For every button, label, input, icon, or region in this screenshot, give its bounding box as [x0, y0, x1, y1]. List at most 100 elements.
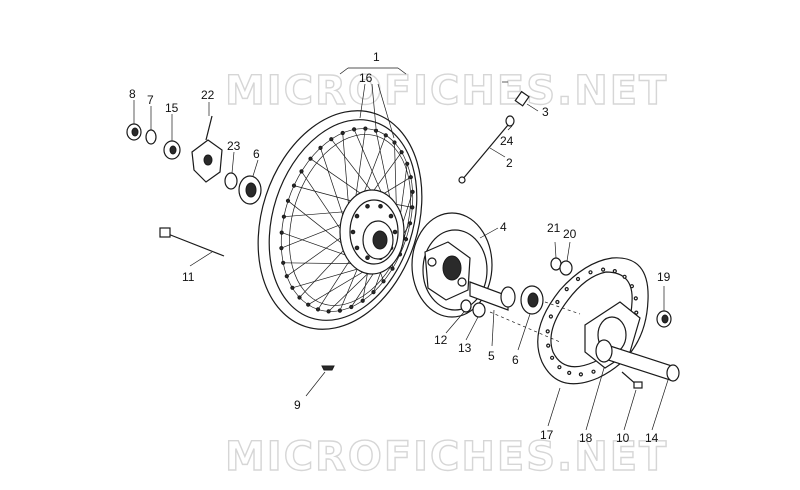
cable-end	[458, 176, 466, 184]
callout-17: 17	[540, 428, 554, 442]
leader-4	[479, 227, 499, 239]
spoked-wheel	[257, 110, 423, 330]
spoke-nipple	[410, 189, 415, 194]
callout-24: 24	[500, 134, 514, 148]
disc-hole	[546, 343, 551, 348]
callout-16: 16	[359, 71, 373, 85]
callout-23: 23	[227, 139, 241, 153]
spoke-nipple	[318, 145, 323, 150]
leader-2	[489, 147, 506, 158]
callout-19: 19	[657, 270, 671, 284]
leader-20	[566, 241, 571, 262]
leader-6	[252, 159, 259, 177]
spoke-nipple	[284, 274, 289, 279]
nut-8	[126, 123, 142, 141]
bolt-10-head	[633, 381, 643, 389]
cable-line	[461, 124, 509, 181]
disc-inner	[550, 271, 633, 368]
spoke-nipple	[390, 266, 395, 271]
spoke-nipple	[297, 295, 302, 300]
spacer-tube	[469, 281, 516, 311]
callout-3: 3	[542, 105, 549, 119]
spacer-end	[500, 286, 516, 308]
hub-hole	[392, 229, 398, 235]
callout-6-left: 6	[253, 147, 260, 161]
callout-15: 15	[165, 101, 179, 115]
nut-13	[472, 302, 486, 318]
spoke-nipple	[340, 130, 345, 136]
speedo-drive-22	[191, 115, 223, 183]
spoke-nipple	[308, 156, 313, 161]
callout-7: 7	[147, 93, 154, 107]
spoke-nipple	[373, 128, 379, 133]
leader-23	[231, 151, 235, 174]
disc-hole	[545, 329, 550, 334]
hub-hole	[354, 213, 360, 219]
spoke-nipple	[291, 183, 297, 188]
axle-end	[666, 364, 680, 382]
callout-10: 10	[616, 431, 630, 445]
callout-22: 22	[201, 88, 215, 102]
spoke-nipple	[392, 140, 397, 145]
leader-16	[377, 83, 395, 139]
cable-ferrule-24	[505, 115, 515, 127]
hub-flange-part	[411, 212, 493, 318]
leader-1	[397, 67, 407, 75]
speedo-cable	[458, 90, 530, 184]
callout-13: 13	[458, 341, 472, 355]
disc-hole	[612, 269, 617, 274]
axle-head	[595, 339, 613, 363]
callout-4: 4	[500, 220, 507, 234]
hub-hole	[354, 245, 360, 251]
disc-hole	[549, 355, 555, 360]
callout-5: 5	[488, 349, 495, 363]
disc-hole	[557, 365, 562, 370]
leader-17	[547, 387, 561, 427]
bolt-11	[159, 227, 225, 257]
spoke-nipple	[329, 137, 334, 142]
leader-24	[507, 125, 513, 131]
spoke-nipple	[383, 133, 388, 138]
disc-hole	[567, 370, 572, 375]
hub-hole	[388, 213, 394, 219]
washer-12	[460, 299, 472, 313]
nut-8-bore	[131, 127, 139, 137]
bolt-11-head	[159, 227, 171, 238]
pin-9	[321, 365, 335, 371]
nut-19-bore	[661, 314, 669, 324]
assembly-line	[489, 311, 561, 343]
spoke-nipple	[363, 126, 368, 131]
callout-labels: 1 16 2 3 24 4 5 6 6 7 8 9 10 11 12 13 14…	[129, 50, 671, 445]
disc-hole	[575, 276, 581, 282]
flange-stud	[457, 277, 467, 287]
spoke-nipple	[306, 302, 311, 307]
callout-2: 2	[506, 156, 513, 170]
disc-hole	[591, 369, 596, 374]
leader-18	[585, 367, 605, 431]
watermark-top: MICROFICHES.NET	[225, 68, 668, 114]
spoke-nipple	[349, 304, 354, 310]
disc-hole	[588, 270, 593, 275]
leader-16	[371, 83, 377, 129]
disc-hole	[633, 296, 638, 301]
speedo-drive-shaft	[205, 115, 213, 141]
bearing-left-bore	[245, 182, 257, 198]
spoke-nipple	[337, 308, 342, 313]
leader-lines	[133, 67, 669, 431]
leader-10	[623, 389, 637, 431]
callout-8: 8	[129, 87, 136, 101]
disc-hole	[629, 284, 635, 289]
bearing-right	[520, 285, 544, 315]
spoke-nipple	[315, 307, 321, 312]
leader-3	[526, 103, 539, 112]
spacer-15-bore	[169, 145, 177, 155]
flange-ring	[422, 229, 488, 311]
spoke-nipple	[410, 205, 415, 210]
disc-hole	[622, 274, 627, 279]
speedo-drive-bore	[203, 154, 213, 166]
flange-bore	[442, 255, 462, 281]
assembly-line	[544, 301, 581, 315]
callout-9: 9	[294, 398, 301, 412]
leader-6-right	[517, 313, 531, 351]
